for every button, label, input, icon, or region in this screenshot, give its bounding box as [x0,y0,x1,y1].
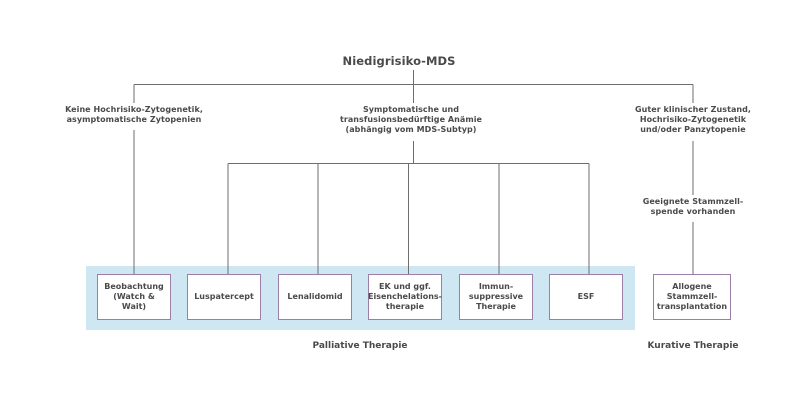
branch-label-low-risk-cytogenetics: Keine Hochrisiko-Zytogenetik, asymptomat… [65,105,203,125]
treatment-label: ESF [577,292,595,301]
treatment-label: EK und ggf. Eisenchelations- therapie [368,282,442,311]
branch-label-stem-cell-donor-available: Geeignete Stammzell- spende vorhanden [642,197,744,217]
treatment-label: Lenalidomid [287,292,343,301]
treatment-box-esf[interactable]: ESF [549,274,623,320]
page-title: Niedigrisiko-MDS [342,54,456,68]
treatment-box-allogene-stammzelltransplantation[interactable]: Allogene Stammzell- transplantation [653,274,731,320]
palliative-therapy-band [86,266,635,330]
caption-curative-therapy: Kurative Therapie [647,341,739,351]
treatment-label: Allogene Stammzell- transplantation [656,282,728,311]
treatment-box-luspatercept[interactable]: Luspatercept [187,274,261,320]
branch-label-good-clinical-condition: Guter klinischer Zustand, Hochrisiko-Zyt… [634,105,752,135]
treatment-label: Beobachtung (Watch & Wait) [104,282,164,311]
branch-label-symptomatic-anemia: Symptomatische und transfusionsbedürftig… [339,105,482,135]
treatment-box-lenalidomid[interactable]: Lenalidomid [278,274,352,320]
treatment-box-watch-and-wait[interactable]: Beobachtung (Watch & Wait) [97,274,171,320]
treatment-label: Luspatercept [194,292,254,301]
treatment-box-immunsuppressive-therapie[interactable]: Immun- suppressive Therapie [459,274,533,320]
treatment-label: Immun- suppressive Therapie [468,282,524,311]
caption-palliative-therapy: Palliative Therapie [312,341,408,351]
treatment-box-ek-eisenchelationstherapie[interactable]: EK und ggf. Eisenchelations- therapie [368,274,442,320]
